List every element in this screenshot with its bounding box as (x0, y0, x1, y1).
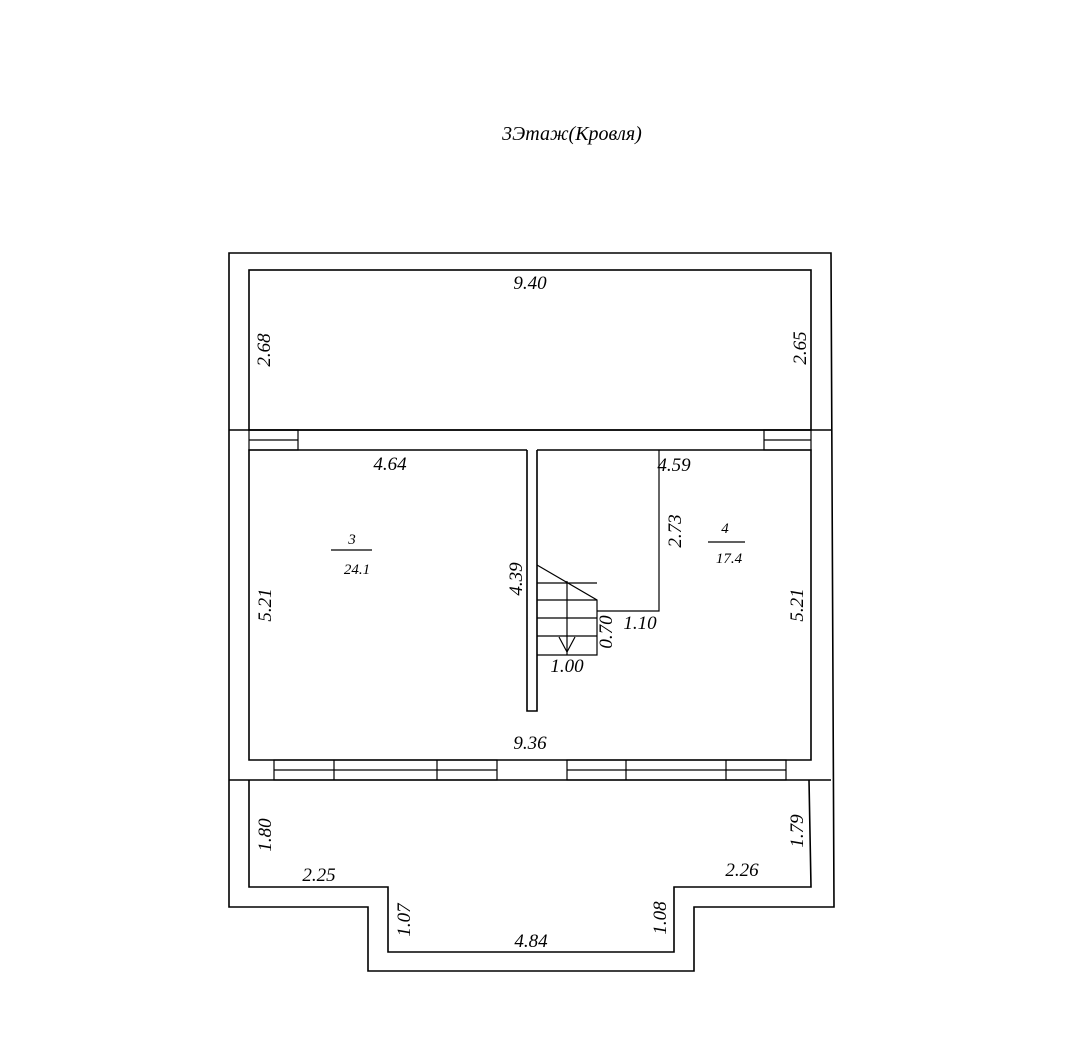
dim-top-right-height: 2.65 (790, 331, 811, 364)
dim-right-height: 5.21 (787, 588, 808, 621)
window-top-left (248, 429, 299, 451)
balcony-inner-wall (248, 779, 812, 953)
room-4-area: 17.4 (716, 551, 743, 567)
dim-stair-void-height: 2.73 (665, 514, 686, 547)
window-top-right (763, 429, 812, 451)
central-partition (526, 450, 538, 712)
dim-top-left-height: 2.68 (254, 333, 275, 367)
dim-partition-length: 4.39 (506, 562, 527, 596)
dim-balcony-right-width: 2.26 (725, 860, 759, 881)
dim-top-width: 9.40 (513, 273, 547, 294)
dim-stair-landing-depth: 0.70 (596, 615, 617, 649)
dim-balcony-left-height: 1.80 (255, 818, 276, 852)
dim-balcony-left-width: 2.25 (302, 865, 335, 886)
stair-void-outline (597, 450, 660, 612)
dim-balcony-right-height: 1.79 (787, 814, 808, 848)
top-area-inner-wall (248, 269, 812, 431)
staircase (536, 564, 598, 656)
room-4-wall (527, 449, 812, 761)
bottom-windows (273, 759, 787, 781)
dim-bottom-width: 9.36 (513, 733, 547, 754)
room-3-wall (248, 449, 527, 761)
plan-title: 3Этаж(Кровля) (501, 123, 642, 145)
stair-direction-arrow (558, 636, 576, 654)
room-3-area: 24.1 (344, 562, 370, 578)
dim-room3-width: 4.64 (373, 454, 407, 475)
dim-bay-right-depth: 1.08 (650, 901, 671, 935)
room-4-number: 4 (721, 521, 729, 537)
outer-wall (228, 252, 835, 972)
dim-bay-left-depth: 1.07 (394, 902, 415, 937)
dim-room4-width: 4.59 (657, 455, 691, 476)
dim-left-height: 5.21 (255, 588, 276, 621)
room-4-label: 4 17.4 (708, 521, 745, 567)
dim-bay-width: 4.84 (514, 931, 548, 952)
dim-stair-width: 1.00 (550, 656, 584, 677)
room-3-label: 3 24.1 (331, 532, 372, 578)
dim-stair-landing-width: 1.10 (623, 613, 657, 634)
room-3-number: 3 (347, 532, 356, 548)
